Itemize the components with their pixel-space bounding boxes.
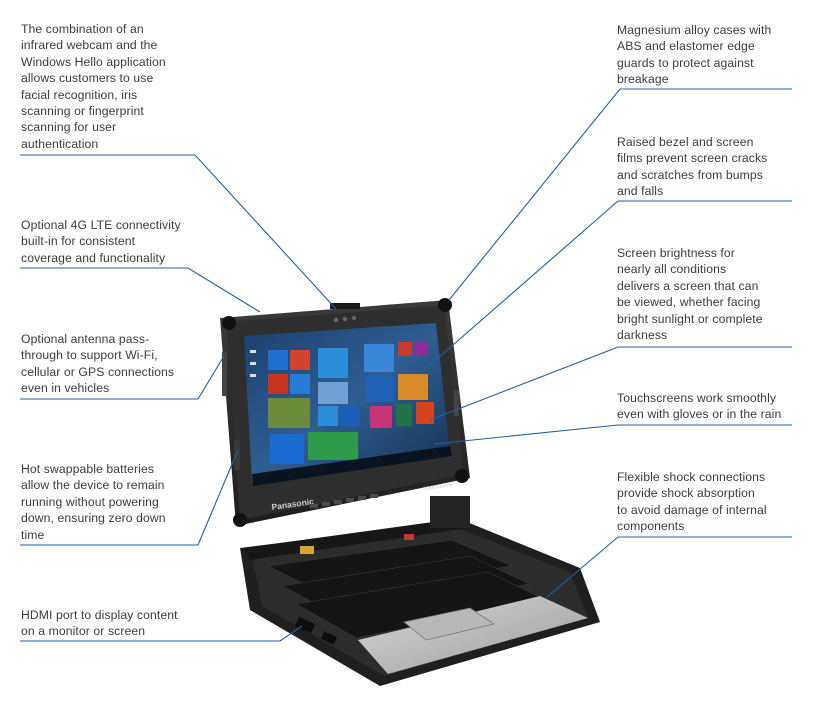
taskbar	[252, 446, 452, 486]
webcam-icon	[333, 315, 357, 323]
tablet: Panasonic TOUGHBOOK	[220, 298, 470, 527]
leader-shock	[545, 536, 792, 599]
callout-batteries: Hot swappable batteries allow the device…	[21, 462, 166, 542]
model-badge: TOUGHBOOK	[423, 482, 453, 491]
leader-hdmi	[20, 625, 303, 642]
leader-touch	[433, 424, 792, 445]
leader-batteries	[20, 449, 239, 546]
leader-webcam	[20, 154, 337, 310]
touchpad	[403, 607, 495, 641]
leader-bezel	[421, 200, 792, 373]
callout-bezel: Raised bezel and screen films prevent sc…	[617, 135, 768, 199]
leader-lte	[20, 267, 261, 313]
callout-webcam: The combination of an infrared webcam an…	[21, 22, 166, 151]
callout-brightness: Screen brightness for nearly all conditi…	[617, 246, 763, 343]
callout-antenna: Optional antenna pass- through to suppor…	[21, 332, 175, 396]
callout-magnesium: Magnesium alloy cases with ABS and elast…	[617, 23, 772, 87]
leader-magnesium	[448, 88, 792, 301]
keyboard-base	[240, 496, 600, 686]
start-menu-tiles	[268, 341, 434, 464]
dock-latch	[430, 496, 470, 528]
side-port-cover	[222, 352, 227, 396]
leader-antenna	[20, 355, 225, 400]
callout-hdmi: HDMI port to display content on a monito…	[21, 608, 178, 639]
hdmi-port	[294, 616, 316, 634]
battery-release	[234, 440, 240, 470]
palm-rest	[358, 596, 588, 674]
keyboard-keys	[267, 539, 547, 639]
callout-lte: Optional 4G LTE connectivity built-in fo…	[21, 218, 181, 265]
leader-lines	[20, 88, 792, 642]
callout-shock: Flexible shock connections provide shock…	[617, 470, 767, 534]
callout-touch: Touchscreens work smoothly even with glo…	[617, 391, 782, 422]
leader-brightness	[429, 346, 792, 421]
